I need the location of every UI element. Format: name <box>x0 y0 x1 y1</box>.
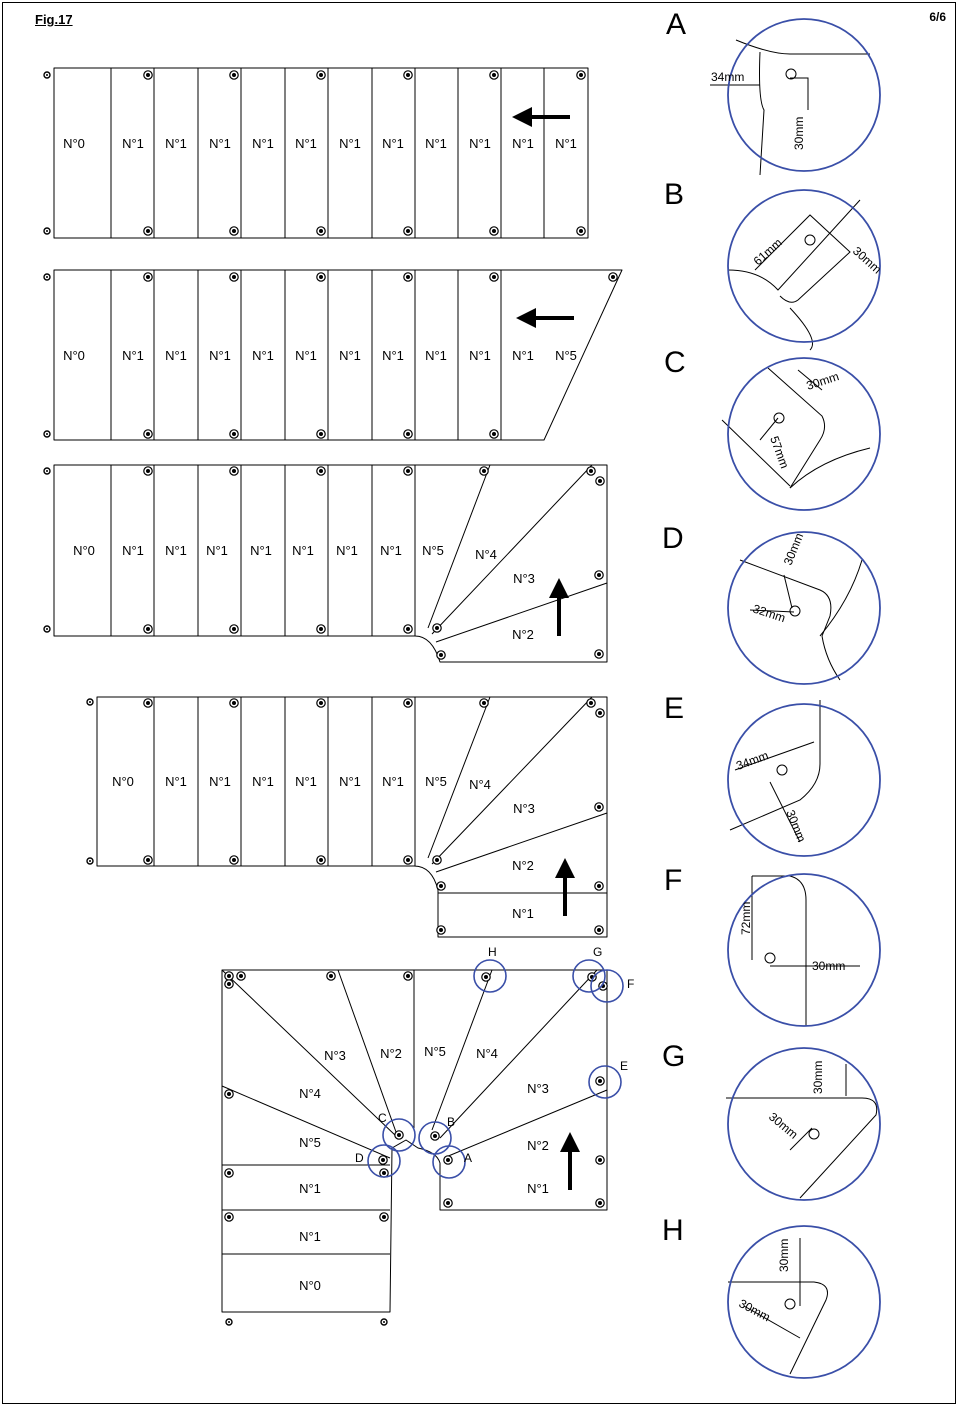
step-label: N°1 <box>165 136 187 151</box>
detail-letter-b: B <box>664 178 685 211</box>
step-label: N°1 <box>299 1229 321 1244</box>
dimension-label: 34mm <box>734 748 770 773</box>
detail-letter-a: A <box>666 8 687 41</box>
step-label: N°1 <box>512 906 534 921</box>
detail-marker-label: C <box>378 1111 387 1125</box>
dimension-label: 34mm <box>711 70 744 84</box>
figure-label: Fig.17 <box>35 12 73 27</box>
step-label: N°1 <box>382 774 404 789</box>
step-label: N°4 <box>469 777 491 792</box>
step-label: N°1 <box>292 543 314 558</box>
step-label: N°1 <box>339 136 361 151</box>
detail-marker-label: E <box>620 1059 628 1073</box>
dimension-label: 30mm <box>792 117 806 150</box>
step-label: N°1 <box>382 348 404 363</box>
step-label: N°2 <box>527 1138 549 1153</box>
step-label: N°1 <box>469 136 491 151</box>
step-label: N°2 <box>512 627 534 642</box>
step-label: N°3 <box>527 1081 549 1096</box>
step-label: N°5 <box>424 1044 446 1059</box>
step-label: N°1 <box>469 348 491 363</box>
dimension-label: 57mm <box>767 434 792 470</box>
step-label: N°1 <box>252 348 274 363</box>
detail-letter-e: E <box>664 692 685 725</box>
step-label: N°1 <box>336 543 358 558</box>
step-label: N°1 <box>209 136 231 151</box>
dimension-label: 30mm <box>783 808 808 844</box>
step-label: N°1 <box>299 1181 321 1196</box>
step-label: N°5 <box>555 348 577 363</box>
step-label: N°0 <box>63 136 85 151</box>
step-label: N°1 <box>425 348 447 363</box>
detail-marker-label: D <box>355 1151 364 1165</box>
step-label: N°1 <box>209 348 231 363</box>
step-label: N°2 <box>380 1046 402 1061</box>
step-label: N°1 <box>122 348 144 363</box>
step-label: N°1 <box>295 774 317 789</box>
detail-marker-label: F <box>627 977 634 991</box>
step-label: N°1 <box>209 774 231 789</box>
dimension-label: 30mm <box>766 1110 801 1142</box>
dimension-label: 72mm <box>739 902 753 935</box>
step-label: N°1 <box>339 348 361 363</box>
dimension-label: 61mm <box>751 236 785 269</box>
dimension-label: 30mm <box>737 1296 773 1324</box>
step-label: N°1 <box>122 543 144 558</box>
step-label: N°4 <box>475 547 497 562</box>
dimension-label: 30mm <box>777 1239 791 1272</box>
detail-letter-c: C <box>664 346 686 379</box>
detail-marker-label: G <box>593 945 602 959</box>
detail-letter-d: D <box>662 522 684 555</box>
step-label: N°1 <box>250 543 272 558</box>
step-label: N°1 <box>512 348 534 363</box>
dimension-label: 32mm <box>751 602 787 626</box>
step-label: N°1 <box>165 348 187 363</box>
dimension-label: 30mm <box>805 369 841 393</box>
step-label: N°0 <box>73 543 95 558</box>
step-label: N°0 <box>63 348 85 363</box>
step-label: N°1 <box>425 136 447 151</box>
step-label: N°1 <box>380 543 402 558</box>
step-label: N°1 <box>382 136 404 151</box>
step-label: N°1 <box>295 136 317 151</box>
step-label: N°3 <box>513 801 535 816</box>
step-label: N°1 <box>295 348 317 363</box>
step-label: N°0 <box>112 774 134 789</box>
step-label: N°4 <box>299 1086 321 1101</box>
dimension-label: 30mm <box>781 531 806 567</box>
step-label: N°2 <box>512 858 534 873</box>
step-label: N°3 <box>324 1048 346 1063</box>
detail-marker-label: B <box>447 1115 455 1129</box>
step-label: N°0 <box>299 1278 321 1293</box>
detail-letter-h: H <box>662 1214 684 1247</box>
step-label: N°5 <box>422 543 444 558</box>
step-label: N°5 <box>299 1135 321 1150</box>
page-number: 6/6 <box>929 10 946 24</box>
dimension-label: 30mm <box>811 1061 825 1094</box>
step-label: N°1 <box>165 774 187 789</box>
step-label: N°5 <box>425 774 447 789</box>
step-label: N°1 <box>555 136 577 151</box>
step-label: N°1 <box>165 543 187 558</box>
step-label: N°1 <box>206 543 228 558</box>
step-label: N°1 <box>252 136 274 151</box>
step-label: N°3 <box>513 571 535 586</box>
detail-letter-g: G <box>662 1040 686 1073</box>
step-label: N°4 <box>476 1046 498 1061</box>
detail-letter-f: F <box>664 864 683 897</box>
detail-marker-label: A <box>464 1151 472 1165</box>
step-label: N°1 <box>122 136 144 151</box>
step-label: N°1 <box>512 136 534 151</box>
step-label: N°1 <box>339 774 361 789</box>
step-label: N°1 <box>527 1181 549 1196</box>
dimension-label: 30mm <box>812 959 845 973</box>
step-label: N°1 <box>252 774 274 789</box>
detail-marker-label: H <box>488 945 497 959</box>
